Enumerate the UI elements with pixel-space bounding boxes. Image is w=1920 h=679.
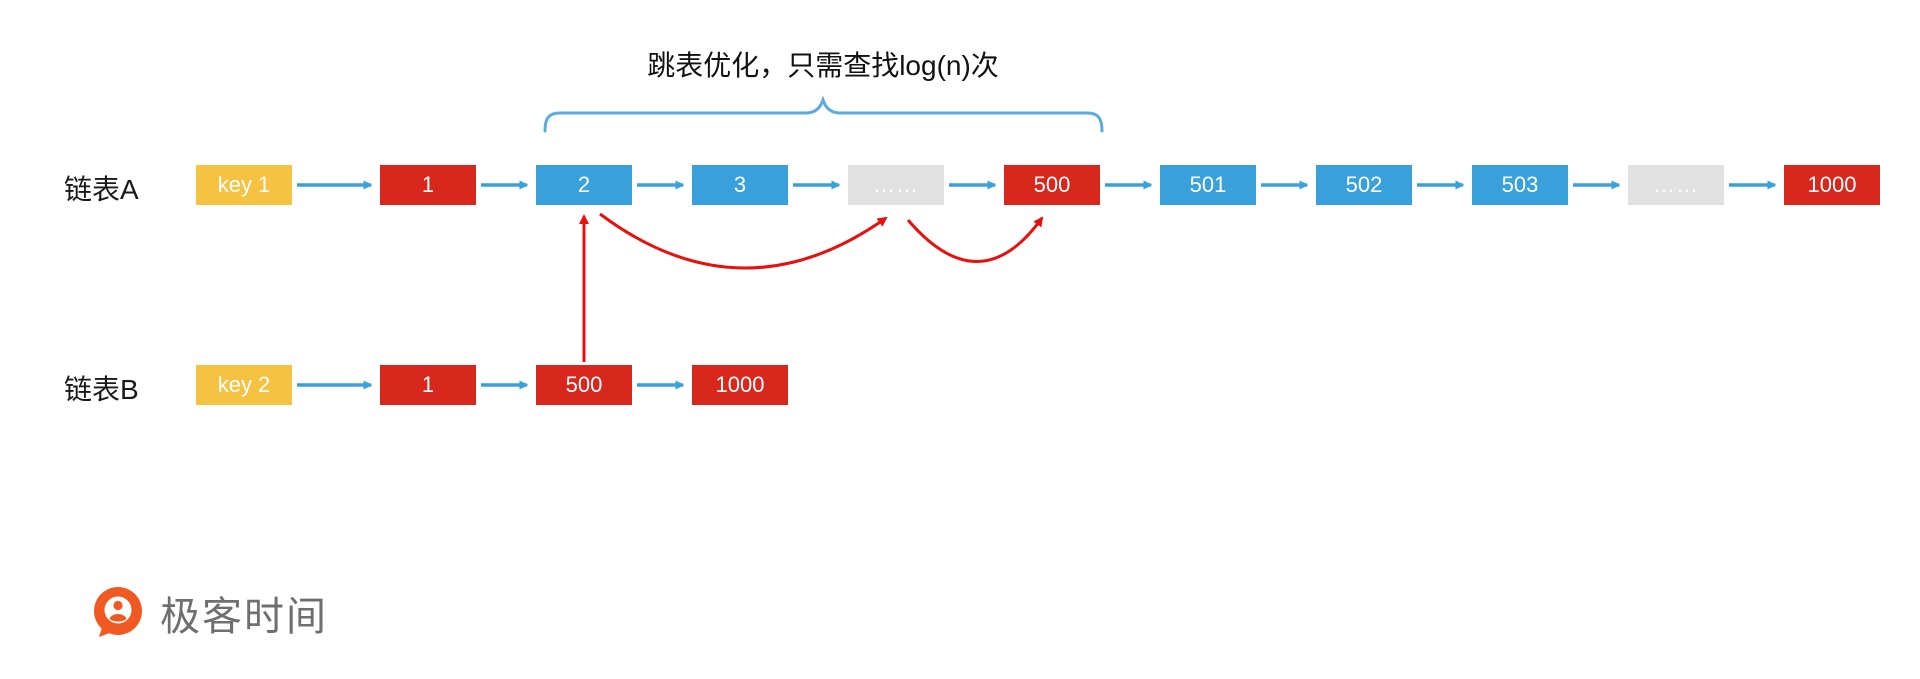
brace	[543, 95, 1104, 133]
logo: 极客时间	[90, 584, 328, 642]
list-b-node-0: key 2	[196, 365, 292, 405]
list-b-node-3: 1000	[692, 365, 788, 405]
annotation-title: 跳表优化，只需查找log(n)次	[647, 50, 999, 81]
list-a-node-8: 503	[1472, 165, 1568, 205]
geektime-logo-icon	[94, 587, 142, 637]
list-a-node-2: 2	[536, 165, 632, 205]
list-a-node-6: 501	[1160, 165, 1256, 205]
logo-text: 极客时间	[160, 595, 328, 639]
list-b-label: 链表B	[64, 374, 139, 405]
skip-jump-arrow-2	[906, 216, 1044, 263]
list-a-node-1: 1	[380, 165, 476, 205]
list-b-node-2: 500	[536, 365, 632, 405]
list-a-node-7: 502	[1316, 165, 1412, 205]
list-a-node-3: 3	[692, 165, 788, 205]
list-a-node-9: ……	[1628, 165, 1724, 205]
list-b-node-1: 1	[380, 365, 476, 405]
list-a-node-0: key 1	[196, 165, 292, 205]
list-a-node-5: 500	[1004, 165, 1100, 205]
list-a-label: 链表A	[64, 174, 139, 205]
skip-jump-arrow-1	[599, 212, 888, 270]
list-a-node-10: 1000	[1784, 165, 1880, 205]
list-a-node-4: ……	[848, 165, 944, 205]
